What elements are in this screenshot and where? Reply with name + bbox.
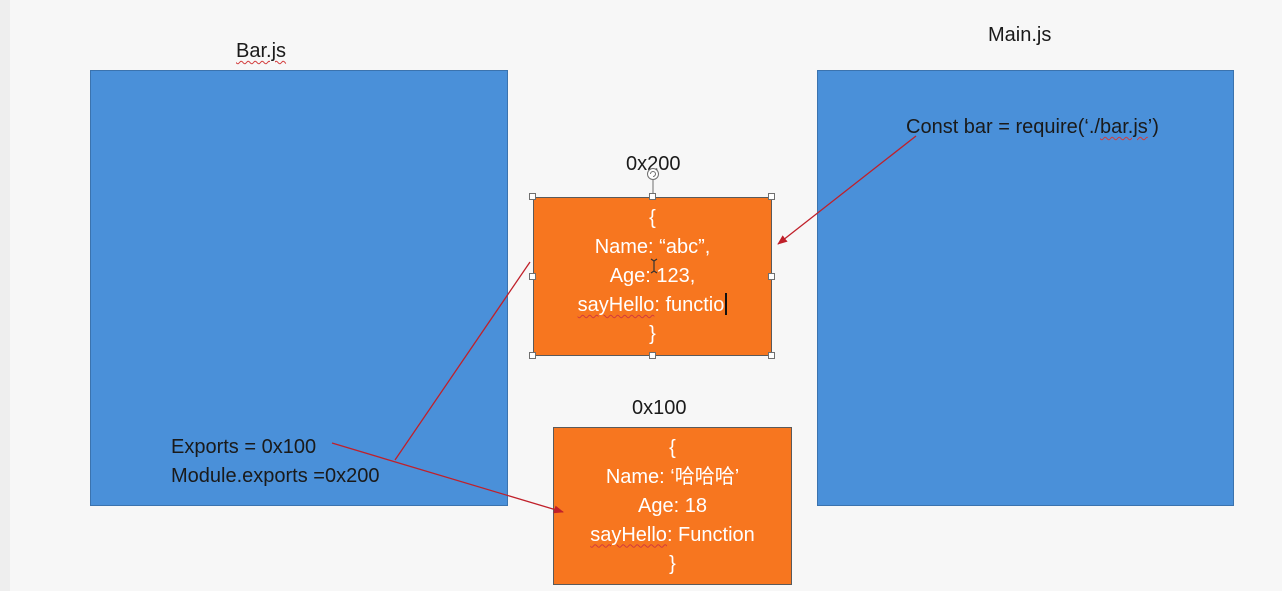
main-module-box [817,70,1234,506]
bar-module-title: Bar.js [236,40,287,62]
object-name-field: Name: ‘哈哈哈’ [605,465,740,488]
module-exports-assignment: Module.exports =0x200 [171,465,380,487]
resize-handle-bottom-right[interactable] [768,352,775,359]
arrow-module-exports-to-0x200 [394,261,531,461]
window-edge [0,0,10,591]
object-close-brace: } [669,552,676,575]
object-box-0x100[interactable]: { Name: ‘哈哈哈’ Age: 18 sayHello: Function… [553,427,792,585]
resize-handle-bottom-left[interactable] [529,352,536,359]
object-close-brace: } [649,323,656,345]
object-sayhello-field: sayHello: Function [590,523,755,546]
resize-handle-left[interactable] [529,273,536,280]
object-address-0x200: 0x200 [626,153,681,175]
object-address-0x100: 0x100 [632,397,687,419]
resize-handle-top-right[interactable] [768,193,775,200]
object-open-brace: { [669,436,676,459]
arrow-require-to-0x200 [777,135,917,245]
require-statement: Const bar = require(‘./bar.js’) [906,116,1159,138]
exports-assignment: Exports = 0x100 [171,436,317,458]
object-age-field: Age: 123, [609,265,696,287]
resize-handle-bottom[interactable] [649,352,656,359]
object-sayhello-field: sayHello: functio [534,291,771,320]
rotate-handle-icon[interactable] [643,166,663,194]
bar-module-box [90,70,508,506]
resize-handle-top-left[interactable] [529,193,536,200]
resize-handle-top[interactable] [649,193,656,200]
arrow-exports-to-0x100 [331,442,564,514]
object-age-field: Age: 18 [638,494,707,517]
object-name-field: Name: “abc”, [594,236,711,258]
text-caret [725,293,728,315]
object-box-0x200[interactable]: { Name: “abc”, Age: 123, sayHello: funct… [533,197,772,356]
main-module-title: Main.js [988,24,1052,46]
object-open-brace: { [649,207,656,229]
text-cursor-icon [650,258,658,274]
resize-handle-right[interactable] [768,273,775,280]
